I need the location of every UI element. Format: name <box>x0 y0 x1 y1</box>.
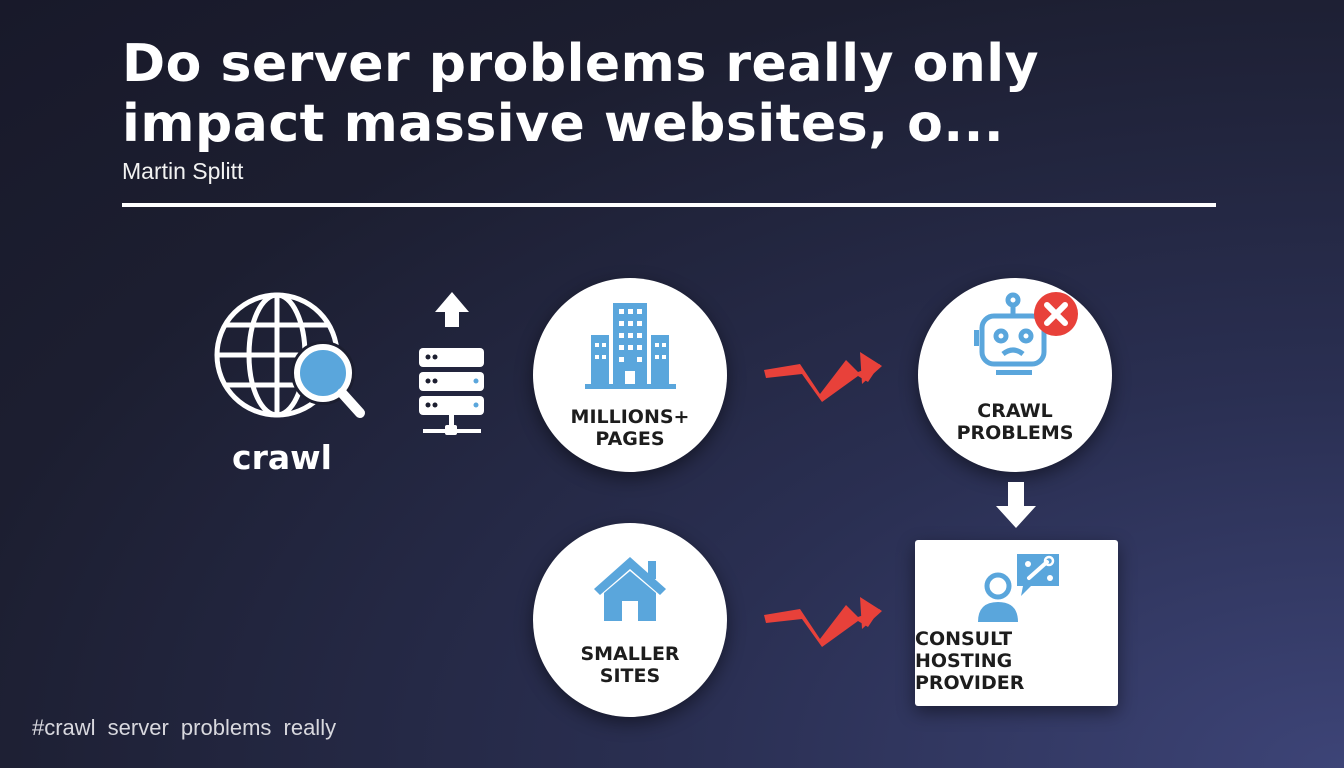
large-sites-node: MILLIONS+ PAGES <box>533 278 727 472</box>
small-sites-line-2: SITES <box>599 665 661 687</box>
large-sites-line-1: MILLIONS+ <box>570 406 690 428</box>
small-sites-node: SMALLER SITES <box>533 523 727 717</box>
slide-title: Do server problems really only impact ma… <box>122 34 1039 154</box>
consult-line-3: PROVIDER <box>915 672 1025 694</box>
consult-hosting-node: CONSULT HOSTING PROVIDER <box>915 540 1118 706</box>
crawl-problems-line-1: CRAWL <box>977 400 1053 422</box>
hashtags: #crawl server problems really <box>32 715 337 740</box>
down-arrow-icon <box>996 482 1036 528</box>
crawl-problems-line-2: PROBLEMS <box>956 422 1074 444</box>
crawl-problems-node: CRAWL PROBLEMS <box>918 278 1112 472</box>
small-sites-line-1: SMALLER <box>580 643 680 665</box>
house-icon <box>594 557 666 621</box>
sad-robot-error-icon <box>974 292 1078 375</box>
globe-search-icon <box>214 292 365 418</box>
buildings-icon <box>585 303 676 389</box>
zigzag-arrow-icon <box>764 597 882 647</box>
consult-line-1: CONSULT <box>915 628 1013 650</box>
zigzag-arrow-icon <box>764 352 882 402</box>
author: Martin Splitt <box>122 158 244 184</box>
title-line-1: Do server problems really only <box>122 34 1040 94</box>
divider <box>122 203 1216 207</box>
crawl-label: crawl <box>232 438 332 477</box>
support-person-icon <box>978 554 1059 622</box>
server-upload-icon <box>419 292 484 435</box>
consult-line-2: HOSTING <box>915 650 1013 672</box>
title-line-2: impact massive websites, o... <box>122 94 1005 154</box>
large-sites-line-2: PAGES <box>595 428 665 450</box>
